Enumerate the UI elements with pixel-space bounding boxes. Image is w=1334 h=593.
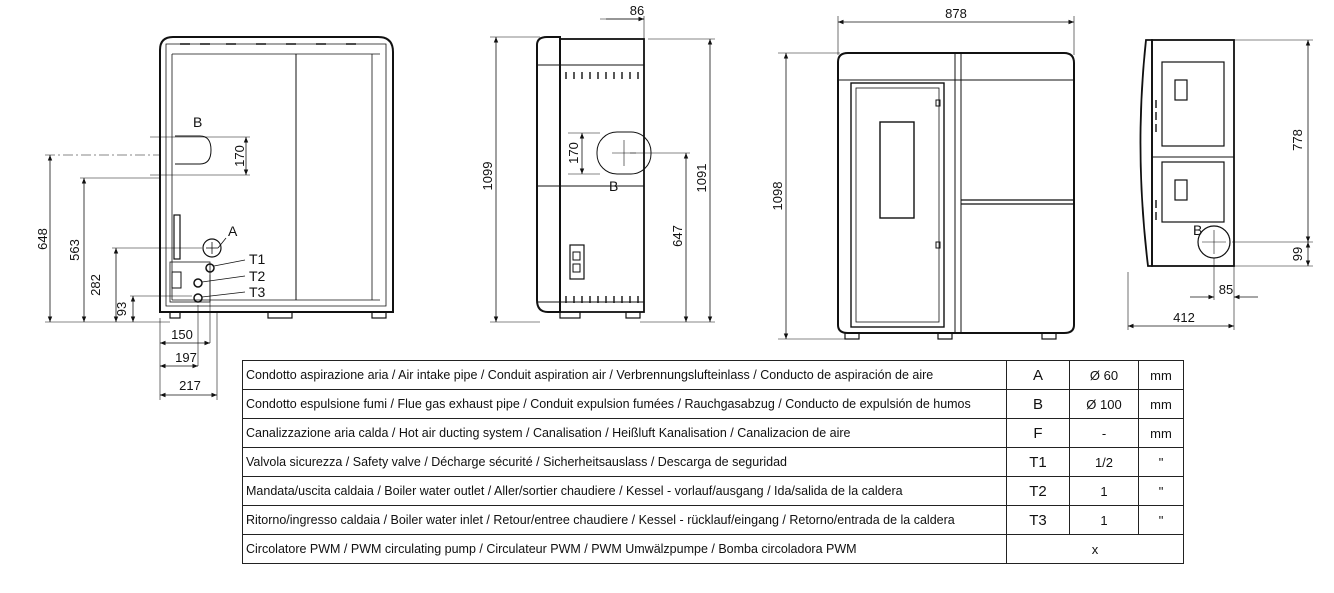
row-value: Ø 100 (1069, 389, 1139, 419)
front-view-labels: 878 1098 (770, 6, 967, 210)
side-view-labels: 86 1099 1091 170 647 B (480, 3, 709, 247)
profile-label-b: B (1193, 222, 1202, 238)
rear-dim-217: 217 (179, 378, 201, 393)
profile-dim-85: 85 (1219, 282, 1233, 297)
row-value: Ø 60 (1069, 360, 1139, 390)
row-description: Circolatore PWM / PWM circulating pump /… (242, 534, 1007, 564)
row-description: Valvola sicurezza / Safety valve / Décha… (242, 447, 1007, 477)
intake-slot (173, 214, 181, 260)
side-control-panel (569, 244, 585, 280)
rear-label-t1: T1 (249, 251, 266, 267)
table-row: Valvola sicurezza / Safety valve / Décha… (242, 447, 1184, 477)
row-code: A (1006, 360, 1070, 390)
side-vents-top (565, 72, 639, 79)
table-row: Condotto aspirazione aria / Air intake p… (242, 360, 1184, 390)
boiler-outlet-t2 (193, 278, 203, 288)
connections-table: Condotto aspirazione aria / Air intake p… (242, 360, 1184, 564)
profile-view-labels: 778 99 85 412 B (1173, 129, 1305, 325)
rear-dim-648: 648 (35, 228, 50, 250)
air-intake-pipe-a (202, 238, 222, 258)
row-unit: " (1138, 447, 1184, 477)
profile-dim-99: 99 (1290, 247, 1305, 261)
row-unit: " (1138, 476, 1184, 506)
row-description: Condotto aspirazione aria / Air intake p… (242, 360, 1007, 390)
table-row: Mandata/uscita caldaia / Boiler water ou… (242, 476, 1184, 506)
row-value: 1 (1069, 505, 1139, 535)
row-code: T2 (1006, 476, 1070, 506)
row-unit: mm (1138, 389, 1184, 419)
row-code: T1 (1006, 447, 1070, 477)
rear-label-t3: T3 (249, 284, 266, 300)
side-vents-bottom (565, 296, 639, 303)
row-unit: mm (1138, 360, 1184, 390)
rear-dim-197: 197 (175, 350, 197, 365)
side-dim-647: 647 (670, 225, 685, 247)
rear-dim-93: 93 (114, 302, 129, 316)
side-label-b: B (609, 178, 618, 194)
rear-label-b: B (193, 114, 202, 130)
front-door-glass (879, 121, 915, 219)
side-dim-1091: 1091 (694, 164, 709, 193)
side-dim-170: 170 (566, 142, 581, 164)
rear-dim-563: 563 (67, 239, 82, 261)
profile-dim-412: 412 (1173, 310, 1195, 325)
row-value: 1 (1069, 476, 1139, 506)
profile-view (1127, 39, 1313, 330)
side-dim-86: 86 (630, 3, 644, 18)
row-code: F (1006, 418, 1070, 448)
front-dim-878: 878 (945, 6, 967, 21)
front-door (850, 82, 945, 328)
rear-view-labels: 648 563 282 93 170 150 197 217 B A T1 T2… (35, 114, 266, 393)
table-row: Condotto espulsione fumi / Flue gas exha… (242, 389, 1184, 419)
row-description: Condotto espulsione fumi / Flue gas exha… (242, 389, 1007, 419)
row-value: x (1006, 534, 1184, 564)
front-view (778, 16, 1075, 340)
row-unit: " (1138, 505, 1184, 535)
row-unit: mm (1138, 418, 1184, 448)
row-value: 1/2 (1069, 447, 1139, 477)
row-description: Canalizzazione aria calda / Hot air duct… (242, 418, 1007, 448)
rear-label-t2: T2 (249, 268, 266, 284)
boiler-inlet-t3 (193, 293, 203, 303)
profile-dim-778: 778 (1290, 129, 1305, 151)
row-description: Ritorno/ingresso caldaia / Boiler water … (242, 505, 1007, 535)
rear-dim-150: 150 (171, 327, 193, 342)
table-row: Circolatore PWM / PWM circulating pump /… (242, 534, 1184, 564)
rear-view (45, 36, 394, 400)
side-view (490, 16, 715, 323)
rear-label-a: A (228, 223, 238, 239)
table-row: Canalizzazione aria calda / Hot air duct… (242, 418, 1184, 448)
row-description: Mandata/uscita caldaia / Boiler water ou… (242, 476, 1007, 506)
rear-dim-282: 282 (88, 274, 103, 296)
side-dim-1099: 1099 (480, 162, 495, 191)
safety-valve-t1 (205, 263, 215, 273)
row-code: B (1006, 389, 1070, 419)
flue-exhaust-outline (175, 135, 212, 165)
front-dim-1098: 1098 (770, 182, 785, 211)
row-value: - (1069, 418, 1139, 448)
row-code: T3 (1006, 505, 1070, 535)
table-row: Ritorno/ingresso caldaia / Boiler water … (242, 505, 1184, 535)
rear-dim-170: 170 (232, 145, 247, 167)
